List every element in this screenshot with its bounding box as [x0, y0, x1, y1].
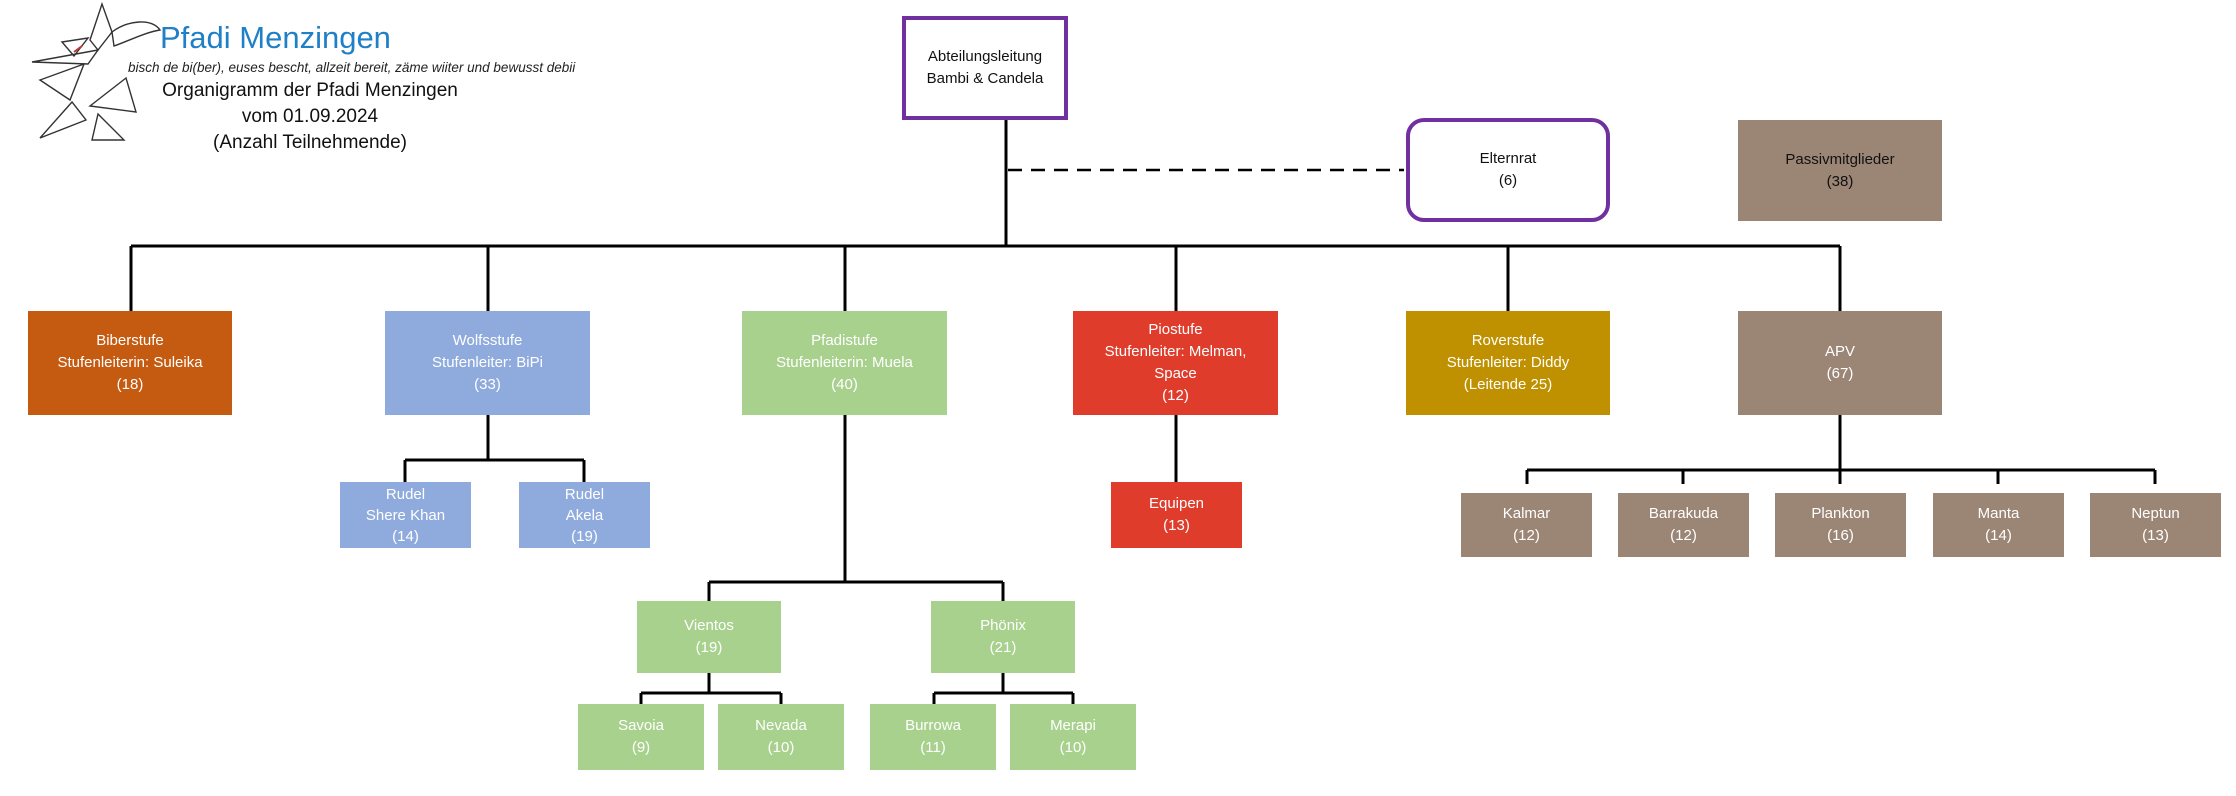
node-count: (14): [1985, 527, 2012, 544]
node-count: (38): [1826, 172, 1854, 190]
node-manta: Manta (14): [1933, 493, 2064, 557]
node-apv: APV (67): [1738, 311, 1942, 415]
node-label: Kalmar: [1502, 505, 1551, 522]
node-barrakuda: Barrakuda (12): [1618, 493, 1749, 557]
node-count: (13): [1163, 517, 1190, 534]
motto: bisch de bi(ber), euses bescht, allzeit …: [128, 60, 576, 75]
diagram-caption: Organigramm der Pfadi Menzingen vom 01.0…: [140, 78, 480, 156]
node-wolfsstufe: Wolfsstufe Stufenleiter: BiPi (33): [385, 311, 590, 415]
node-roverstufe: Roverstufe Stufenleiter: Diddy (Leitende…: [1406, 311, 1610, 415]
node-abteilungsleitung: Abteilungsleitung Bambi & Candela: [902, 16, 1068, 120]
node-count: (10): [1059, 739, 1087, 756]
node-count: (9): [631, 739, 651, 756]
node-label: Rudel: [564, 485, 605, 503]
node-label: Rudel: [385, 485, 426, 503]
node-count: (6): [1498, 172, 1518, 189]
node-count: (Leitende 25): [1463, 376, 1553, 393]
node-phoenix: Phönix (21): [931, 601, 1075, 673]
node-count: (10): [767, 739, 795, 756]
node-leader: Stufenleiter: Diddy: [1446, 354, 1570, 371]
node-plankton: Plankton (16): [1775, 493, 1906, 557]
node-count: (11): [920, 739, 946, 756]
node-leader: Stufenleiterin: Muela: [776, 354, 913, 371]
node-label: Plankton: [1811, 505, 1870, 522]
node-label: Vientos: [684, 617, 734, 634]
node-name: Akela: [565, 506, 604, 524]
org-name: Pfadi Menzingen: [160, 20, 391, 55]
node-count: (40): [831, 376, 858, 393]
node-pfadistufe: Pfadistufe Stufenleiterin: Muela (40): [742, 311, 947, 415]
node-leader: Stufenleiterin: Suleika: [57, 354, 203, 371]
node-label: Neptun: [2131, 505, 2180, 522]
node-leader: Stufenleiter: Melman,: [1104, 343, 1247, 360]
node-label: Elternrat: [1479, 150, 1537, 167]
node-count: (33): [474, 376, 501, 393]
node-count: (14): [392, 527, 419, 545]
node-label: Abteilungsleitung: [927, 48, 1043, 65]
node-label: APV: [1824, 343, 1855, 360]
node-elternrat: Elternrat (6): [1406, 118, 1610, 222]
node-label: Barrakuda: [1648, 505, 1719, 522]
pfadi-logo-icon: [31, 2, 162, 141]
caption-date: vom 01.09.2024: [241, 106, 379, 127]
node-passivmitglieder: Passivmitglieder (38): [1738, 120, 1942, 221]
node-count: (12): [1162, 387, 1189, 404]
node-biberstufe: Biberstufe Stufenleiterin: Suleika (18): [28, 311, 232, 415]
node-leaders: Bambi & Candela: [926, 70, 1044, 87]
node-label: Burrowa: [905, 717, 961, 734]
node-label: Manta: [1977, 505, 2020, 522]
node-count: (12): [1670, 527, 1697, 544]
node-label: Savoia: [618, 717, 664, 734]
node-label: Pfadistufe: [811, 332, 878, 349]
node-label: Biberstufe: [96, 332, 164, 349]
node-piostufe: Piostufe Stufenleiter: Melman, Space (12…: [1073, 311, 1278, 415]
node-count: (21): [989, 639, 1017, 656]
node-leader: Stufenleiter: BiPi: [432, 354, 543, 371]
node-count: (13): [2142, 527, 2169, 544]
node-count: (16): [1827, 527, 1854, 544]
node-neptun: Neptun (13): [2090, 493, 2221, 557]
node-burrowa: Burrowa (11): [870, 704, 996, 770]
node-label: Merapi: [1050, 717, 1096, 734]
node-name: Shere Khan: [365, 506, 446, 524]
node-rudel-akela: Rudel Akela (19): [519, 482, 650, 548]
node-label: Phönix: [980, 617, 1026, 634]
node-vientos: Vientos (19): [637, 601, 781, 673]
node-count: (19): [571, 527, 598, 545]
caption-note: (Anzahl Teilnehmende): [213, 132, 407, 153]
node-merapi: Merapi (10): [1010, 704, 1136, 770]
node-label: Passivmitglieder: [1785, 150, 1895, 168]
node-kalmar: Kalmar (12): [1461, 493, 1592, 557]
node-nevada: Nevada (10): [718, 704, 844, 770]
node-rudel-shere-khan: Rudel Shere Khan (14): [340, 482, 471, 548]
node-label: Wolfsstufe: [452, 332, 523, 349]
node-equipen: Equipen (13): [1111, 482, 1242, 548]
node-label: Equipen: [1148, 495, 1205, 512]
node-count: (67): [1826, 365, 1854, 382]
caption-title: Organigramm der Pfadi Menzingen: [162, 80, 458, 101]
node-label: Nevada: [755, 717, 807, 734]
node-leader-cont: Space: [1154, 365, 1197, 382]
node-count: (18): [116, 376, 144, 393]
node-count: (19): [695, 639, 723, 656]
node-label: Piostufe: [1148, 321, 1203, 338]
node-savoia: Savoia (9): [578, 704, 704, 770]
node-label: Roverstufe: [1471, 332, 1545, 349]
node-count: (12): [1513, 527, 1540, 544]
